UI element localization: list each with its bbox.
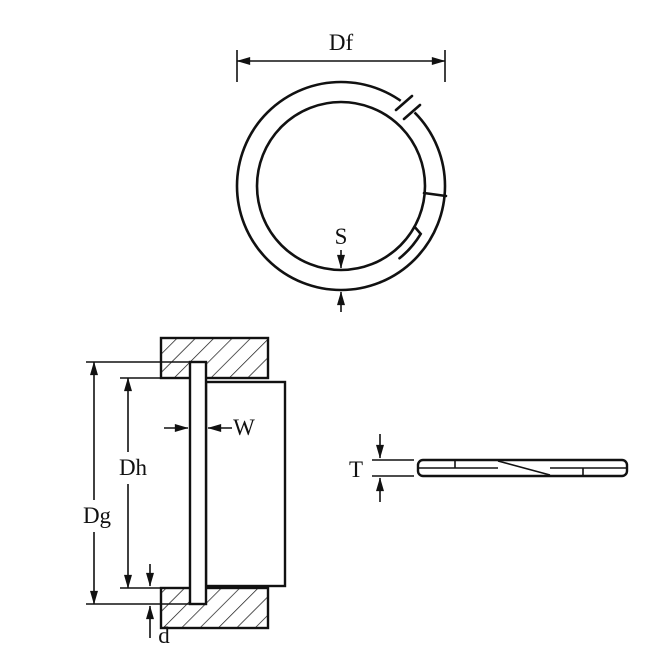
ring-inner-edge: [255, 100, 427, 272]
dim-dg: Dg: [83, 361, 112, 605]
housing-upper-section: [159, 336, 270, 380]
d-label: d: [158, 623, 170, 648]
dim-d: d: [146, 564, 170, 648]
spiral-gap-mark-2: [402, 103, 422, 121]
dim-df: Df: [236, 30, 446, 82]
dim-dh: Dh: [119, 377, 148, 589]
dim-s: S: [335, 224, 348, 312]
spiral-inner-tail: [398, 225, 423, 260]
retained-part: [204, 380, 287, 588]
housing-lower-section: [159, 586, 270, 630]
w-label: W: [233, 415, 255, 440]
spiral-end-mark: [422, 191, 448, 198]
spiral-gap-mark-1: [394, 94, 414, 112]
dh-label: Dh: [119, 455, 148, 480]
edge-view: [416, 458, 629, 478]
dim-t: T: [349, 434, 414, 502]
t-label: T: [349, 457, 363, 482]
dim-w: W: [164, 415, 255, 440]
dg-label: Dg: [83, 503, 112, 528]
section-view: [86, 336, 287, 630]
ring-outer-edge: [235, 80, 447, 292]
s-label: S: [335, 224, 348, 249]
df-label: Df: [329, 30, 354, 55]
spiral-gap: [398, 97, 417, 116]
ring-cross-section: [188, 360, 208, 606]
front-view: [235, 80, 448, 292]
coil-crossover: [497, 460, 551, 476]
